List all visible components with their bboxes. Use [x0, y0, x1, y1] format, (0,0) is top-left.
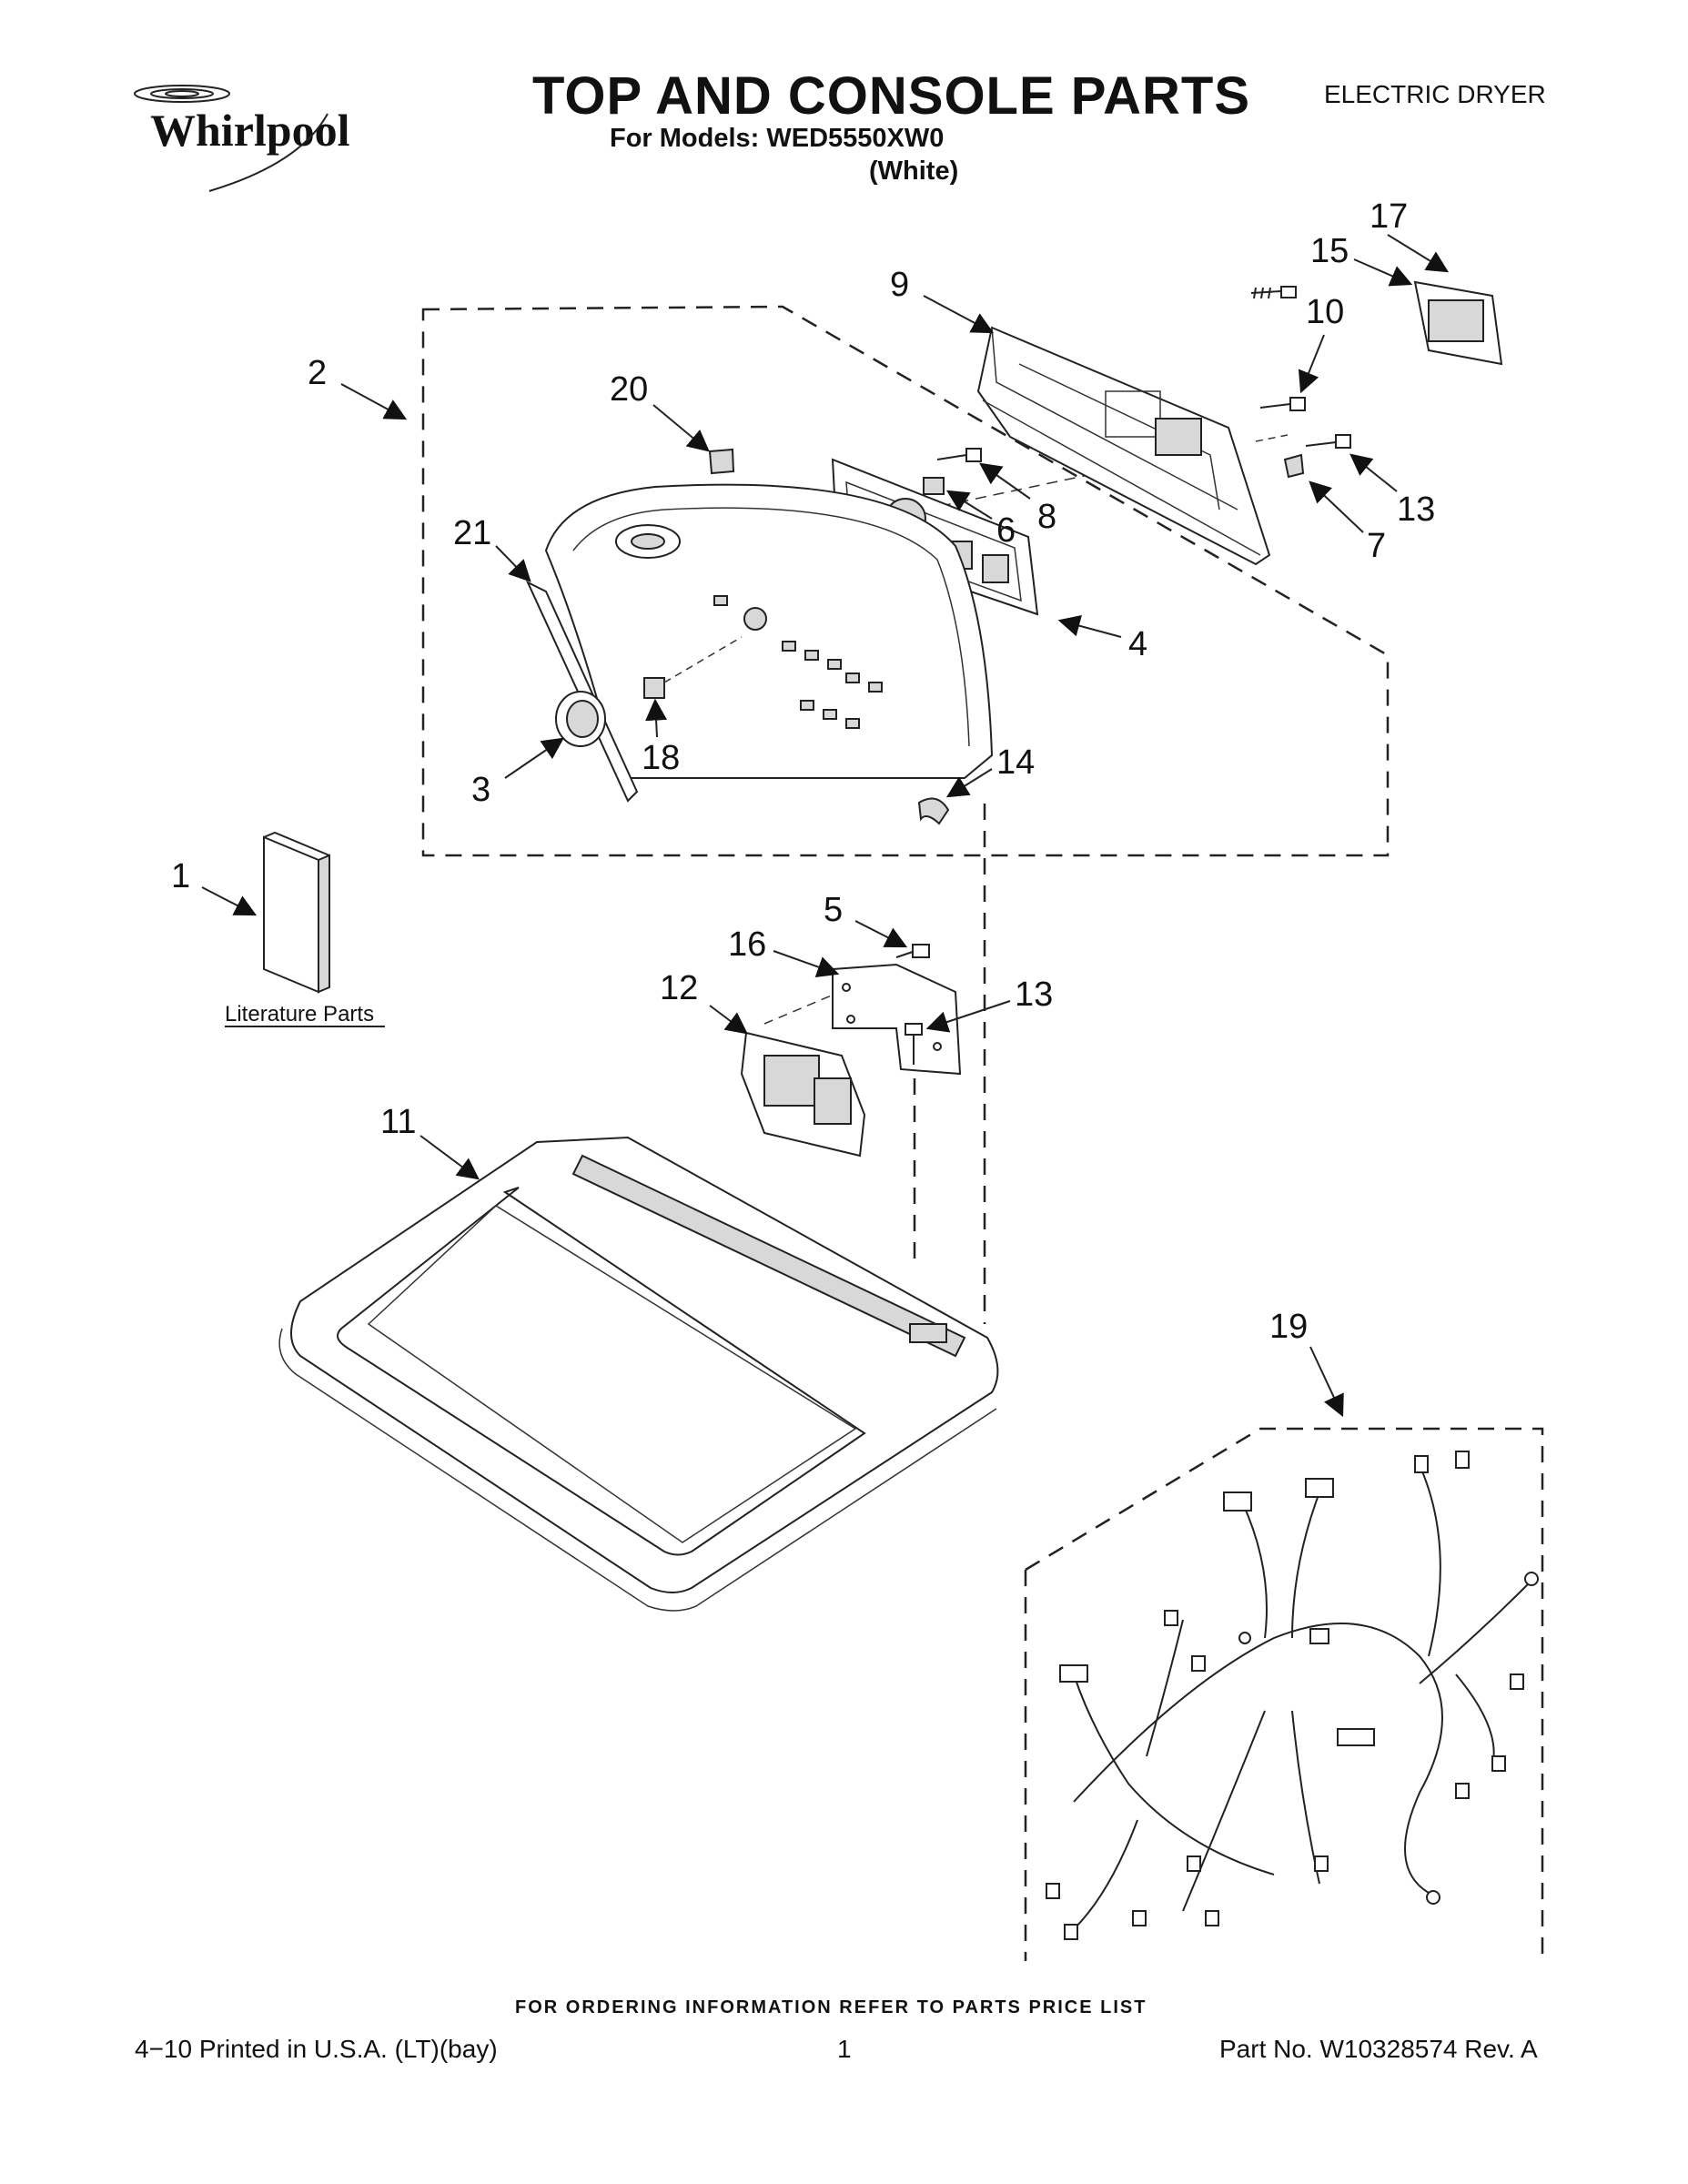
- callout-6: 6: [945, 490, 1016, 550]
- whirlpool-logo: Whirlpool: [134, 85, 350, 192]
- svg-text:21: 21: [453, 514, 491, 552]
- svg-text:13: 13: [1397, 490, 1435, 529]
- top-panel: [278, 1136, 999, 1612]
- console-shell: [544, 483, 994, 779]
- callout-8: 8: [979, 462, 1056, 536]
- callout-17: 17: [1370, 197, 1450, 273]
- svg-text:19: 19: [1269, 1308, 1308, 1346]
- callout-18: 18: [642, 698, 680, 777]
- literature-parts-label: Literature Parts: [225, 1002, 374, 1026]
- svg-text:9: 9: [890, 266, 909, 304]
- svg-text:6: 6: [996, 511, 1016, 550]
- console-back-panel: [976, 326, 1271, 566]
- console-assembly-boundary: [421, 305, 1390, 857]
- callout-5: 5: [824, 891, 908, 948]
- screw-8: [936, 448, 982, 462]
- callout-20: 20: [610, 370, 710, 452]
- svg-text:16: 16: [728, 925, 766, 964]
- svg-text:20: 20: [610, 370, 648, 409]
- callout-13-upper: 13: [1349, 453, 1435, 529]
- callout-14: 14: [945, 743, 1035, 798]
- wire-harness: [1024, 1427, 1544, 1961]
- svg-text:10: 10: [1306, 293, 1344, 331]
- part-number: Part No. W10328574 Rev. A: [1219, 2035, 1538, 2063]
- callout-11: 11: [380, 1103, 480, 1180]
- clip-6: [923, 477, 945, 495]
- svg-text:15: 15: [1310, 232, 1349, 270]
- callout-13-lower: 13: [925, 976, 1053, 1033]
- callout-9: 9: [890, 266, 995, 334]
- product-type: ELECTRIC DRYER: [1324, 80, 1546, 108]
- literature-parts: Literature Parts: [225, 831, 385, 1027]
- svg-text:5: 5: [824, 891, 843, 929]
- clip-7: [1283, 453, 1305, 479]
- callout-1: 1: [171, 857, 258, 916]
- svg-text:11: 11: [380, 1103, 416, 1141]
- screw-13-upper: [1305, 434, 1351, 449]
- callout-10: 10: [1298, 293, 1344, 394]
- svg-text:7: 7: [1367, 527, 1386, 565]
- svg-text:1: 1: [171, 857, 190, 895]
- callout-19: 19: [1269, 1308, 1344, 1418]
- callout-21: 21: [453, 514, 531, 582]
- screw-17: [1250, 286, 1297, 299]
- mounting-bracket: [832, 963, 962, 1076]
- clip-14: [917, 797, 950, 825]
- screw-10: [1259, 397, 1306, 411]
- callout-12: 12: [660, 969, 748, 1035]
- control-knob: [555, 691, 606, 747]
- knob-shaft: [643, 636, 743, 699]
- page-title: TOP AND CONSOLE PARTS: [532, 66, 1251, 126]
- print-info: 4−10 Printed in U.S.A. (LT)(bay): [135, 2035, 498, 2063]
- page-number: 1: [837, 2035, 852, 2063]
- electronic-module: [740, 1031, 866, 1158]
- console-bracket: [1413, 280, 1503, 366]
- svg-text:8: 8: [1037, 498, 1056, 536]
- color-line: (White): [869, 157, 959, 186]
- svg-text:14: 14: [996, 743, 1035, 782]
- callout-2: 2: [308, 354, 408, 420]
- svg-text:4: 4: [1128, 625, 1147, 663]
- brand-logo-text: Whirlpool: [150, 105, 350, 156]
- svg-text:3: 3: [471, 771, 490, 809]
- models-line: For Models: WED5550XW0: [610, 124, 945, 153]
- callout-4: 4: [1057, 615, 1147, 663]
- callout-3: 3: [471, 737, 564, 809]
- svg-text:2: 2: [308, 354, 327, 392]
- clip-20: [708, 448, 735, 475]
- svg-text:13: 13: [1015, 976, 1053, 1014]
- screw-5: [895, 944, 930, 958]
- callout-16: 16: [728, 925, 840, 978]
- screw-13-lower: [905, 1023, 923, 1065]
- callout-7: 7: [1309, 480, 1386, 565]
- svg-text:17: 17: [1370, 197, 1408, 236]
- svg-text:12: 12: [660, 969, 698, 1007]
- svg-text:18: 18: [642, 739, 680, 777]
- ordering-note: FOR ORDERING INFORMATION REFER TO PARTS …: [515, 1997, 1147, 2017]
- callout-15: 15: [1310, 232, 1413, 287]
